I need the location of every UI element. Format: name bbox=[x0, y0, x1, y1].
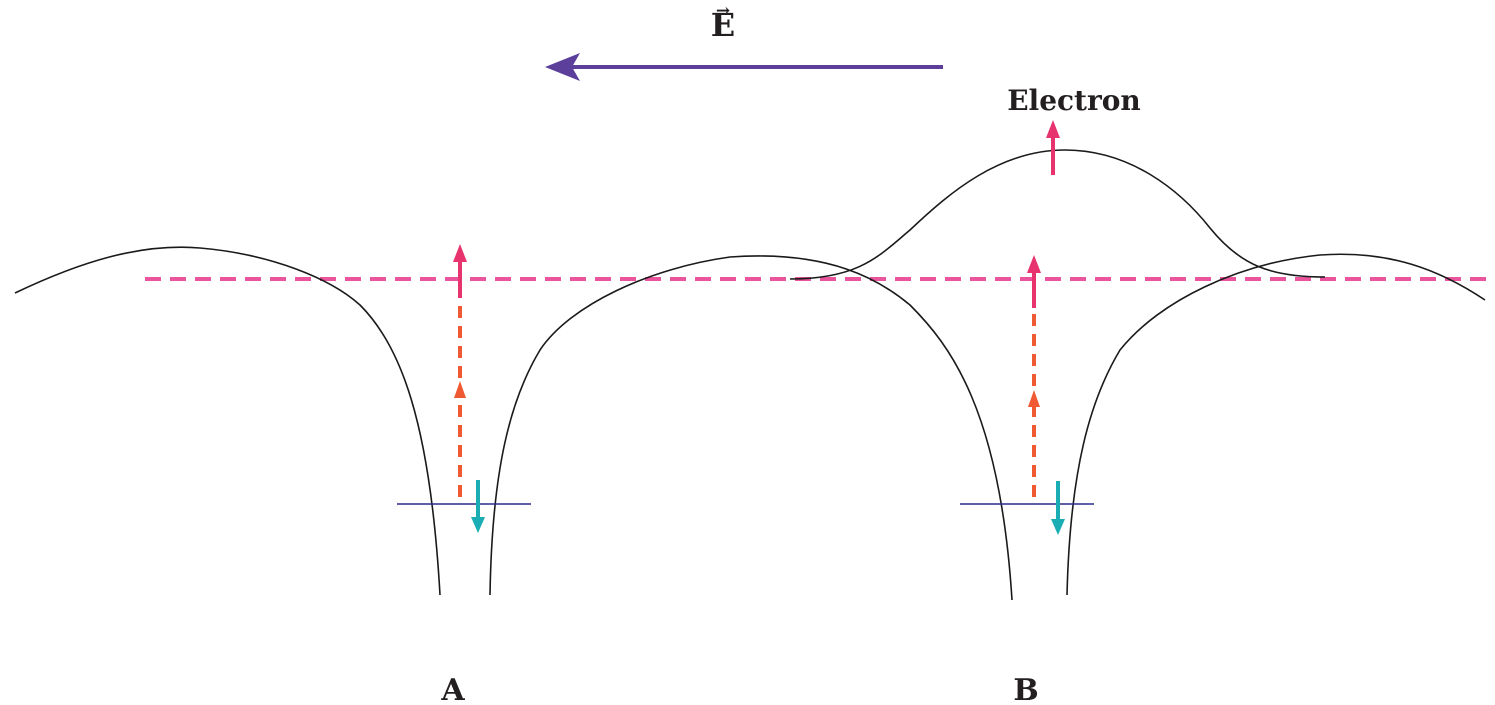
transition-b-arrowhead-icon bbox=[1028, 390, 1040, 407]
site-label-b: B bbox=[1013, 673, 1038, 705]
potential-well-b-right bbox=[1066, 253, 1486, 596]
electron-wavefunction bbox=[789, 149, 1326, 280]
electric-field: E → bbox=[545, 1, 943, 81]
field-vector-accent: → bbox=[716, 1, 730, 21]
transition-a-arrowhead-icon bbox=[454, 381, 466, 398]
spin-down-b-icon bbox=[1051, 519, 1065, 535]
potential-well-a-right bbox=[489, 255, 1013, 601]
electron-label: Electron bbox=[1007, 84, 1141, 117]
spin-up-b-icon bbox=[1027, 255, 1041, 273]
potential-landscape bbox=[14, 149, 1486, 601]
site-a-transitions bbox=[453, 244, 485, 533]
electron-spin-up-icon bbox=[1046, 120, 1060, 138]
site-b-transitions bbox=[1027, 255, 1065, 535]
spin-down-a-icon bbox=[471, 517, 485, 533]
spin-up-a-icon bbox=[453, 244, 467, 262]
field-symbol: E bbox=[711, 6, 735, 44]
potential-well-a-left bbox=[14, 246, 441, 596]
site-label-a: A bbox=[440, 673, 465, 705]
field-arrowhead-icon bbox=[545, 53, 580, 81]
escaped-electron: Electron bbox=[1007, 84, 1141, 175]
